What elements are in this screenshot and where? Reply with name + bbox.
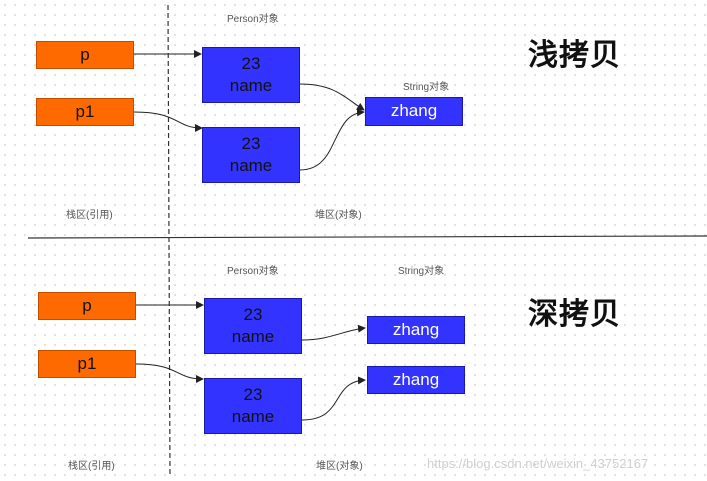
string-value: zhang — [392, 319, 440, 339]
person-object-label-top: Person对象 — [227, 14, 279, 25]
person-age: 23 — [241, 133, 261, 153]
heap-label-top: 堆区(对象) — [315, 210, 362, 221]
reference-p-bottom: p — [38, 292, 136, 320]
string-value: zhang — [390, 101, 438, 121]
person-age: 23 — [241, 53, 261, 73]
person-object-1-bottom: 23 name — [204, 298, 302, 354]
watermark: https://blog.csdn.net/weixin_43752167 — [427, 456, 649, 471]
reference-p-label: p — [82, 295, 92, 315]
string-value: zhang — [392, 369, 440, 389]
stack-heap-divider — [167, 4, 171, 477]
stack-label-top: 栈区(引用) — [66, 210, 113, 221]
arrow-obj1-to-string-top — [299, 83, 365, 111]
person-name-field: name — [229, 156, 273, 175]
person-object-2-top: 23 name — [202, 127, 300, 183]
arrow-obj2-to-string2-bottom — [301, 376, 366, 421]
arrow-obj2-to-string-top — [299, 108, 365, 171]
string-object-top: zhang — [365, 97, 463, 126]
reference-p-top: p — [36, 41, 134, 69]
person-age: 23 — [243, 384, 263, 404]
string-object-label-bottom: String对象 — [398, 266, 445, 277]
string-object-2-bottom: zhang — [367, 366, 465, 394]
person-name-field: name — [231, 407, 275, 426]
shallow-copy-title: 浅拷贝 — [528, 38, 621, 73]
deep-copy-title: 深拷贝 — [528, 297, 621, 332]
person-object-1-top: 23 name — [202, 47, 300, 103]
arrow-p1-to-obj2-bottom — [135, 363, 204, 383]
reference-p-label: p — [80, 44, 90, 64]
reference-p1-top: p1 — [36, 98, 134, 126]
person-object-2-bottom: 23 name — [204, 378, 302, 434]
person-object-label-bottom: Person对象 — [227, 266, 279, 277]
reference-p1-label: p1 — [77, 353, 97, 373]
heap-label-bottom: 堆区(对象) — [316, 461, 363, 472]
arrow-obj1-to-string1-bottom — [301, 324, 366, 341]
reference-p1-bottom: p1 — [38, 350, 136, 378]
stack-label-bottom: 栈区(引用) — [68, 461, 115, 472]
arrow-p1-to-obj2-top — [133, 111, 203, 132]
person-name-field: name — [231, 327, 275, 346]
person-age: 23 — [243, 304, 263, 324]
reference-p1-label: p1 — [75, 101, 95, 121]
string-object-1-bottom: zhang — [367, 316, 465, 344]
person-name-field: name — [229, 76, 273, 95]
section-divider — [27, 235, 707, 239]
string-object-label-top: String对象 — [403, 82, 450, 93]
